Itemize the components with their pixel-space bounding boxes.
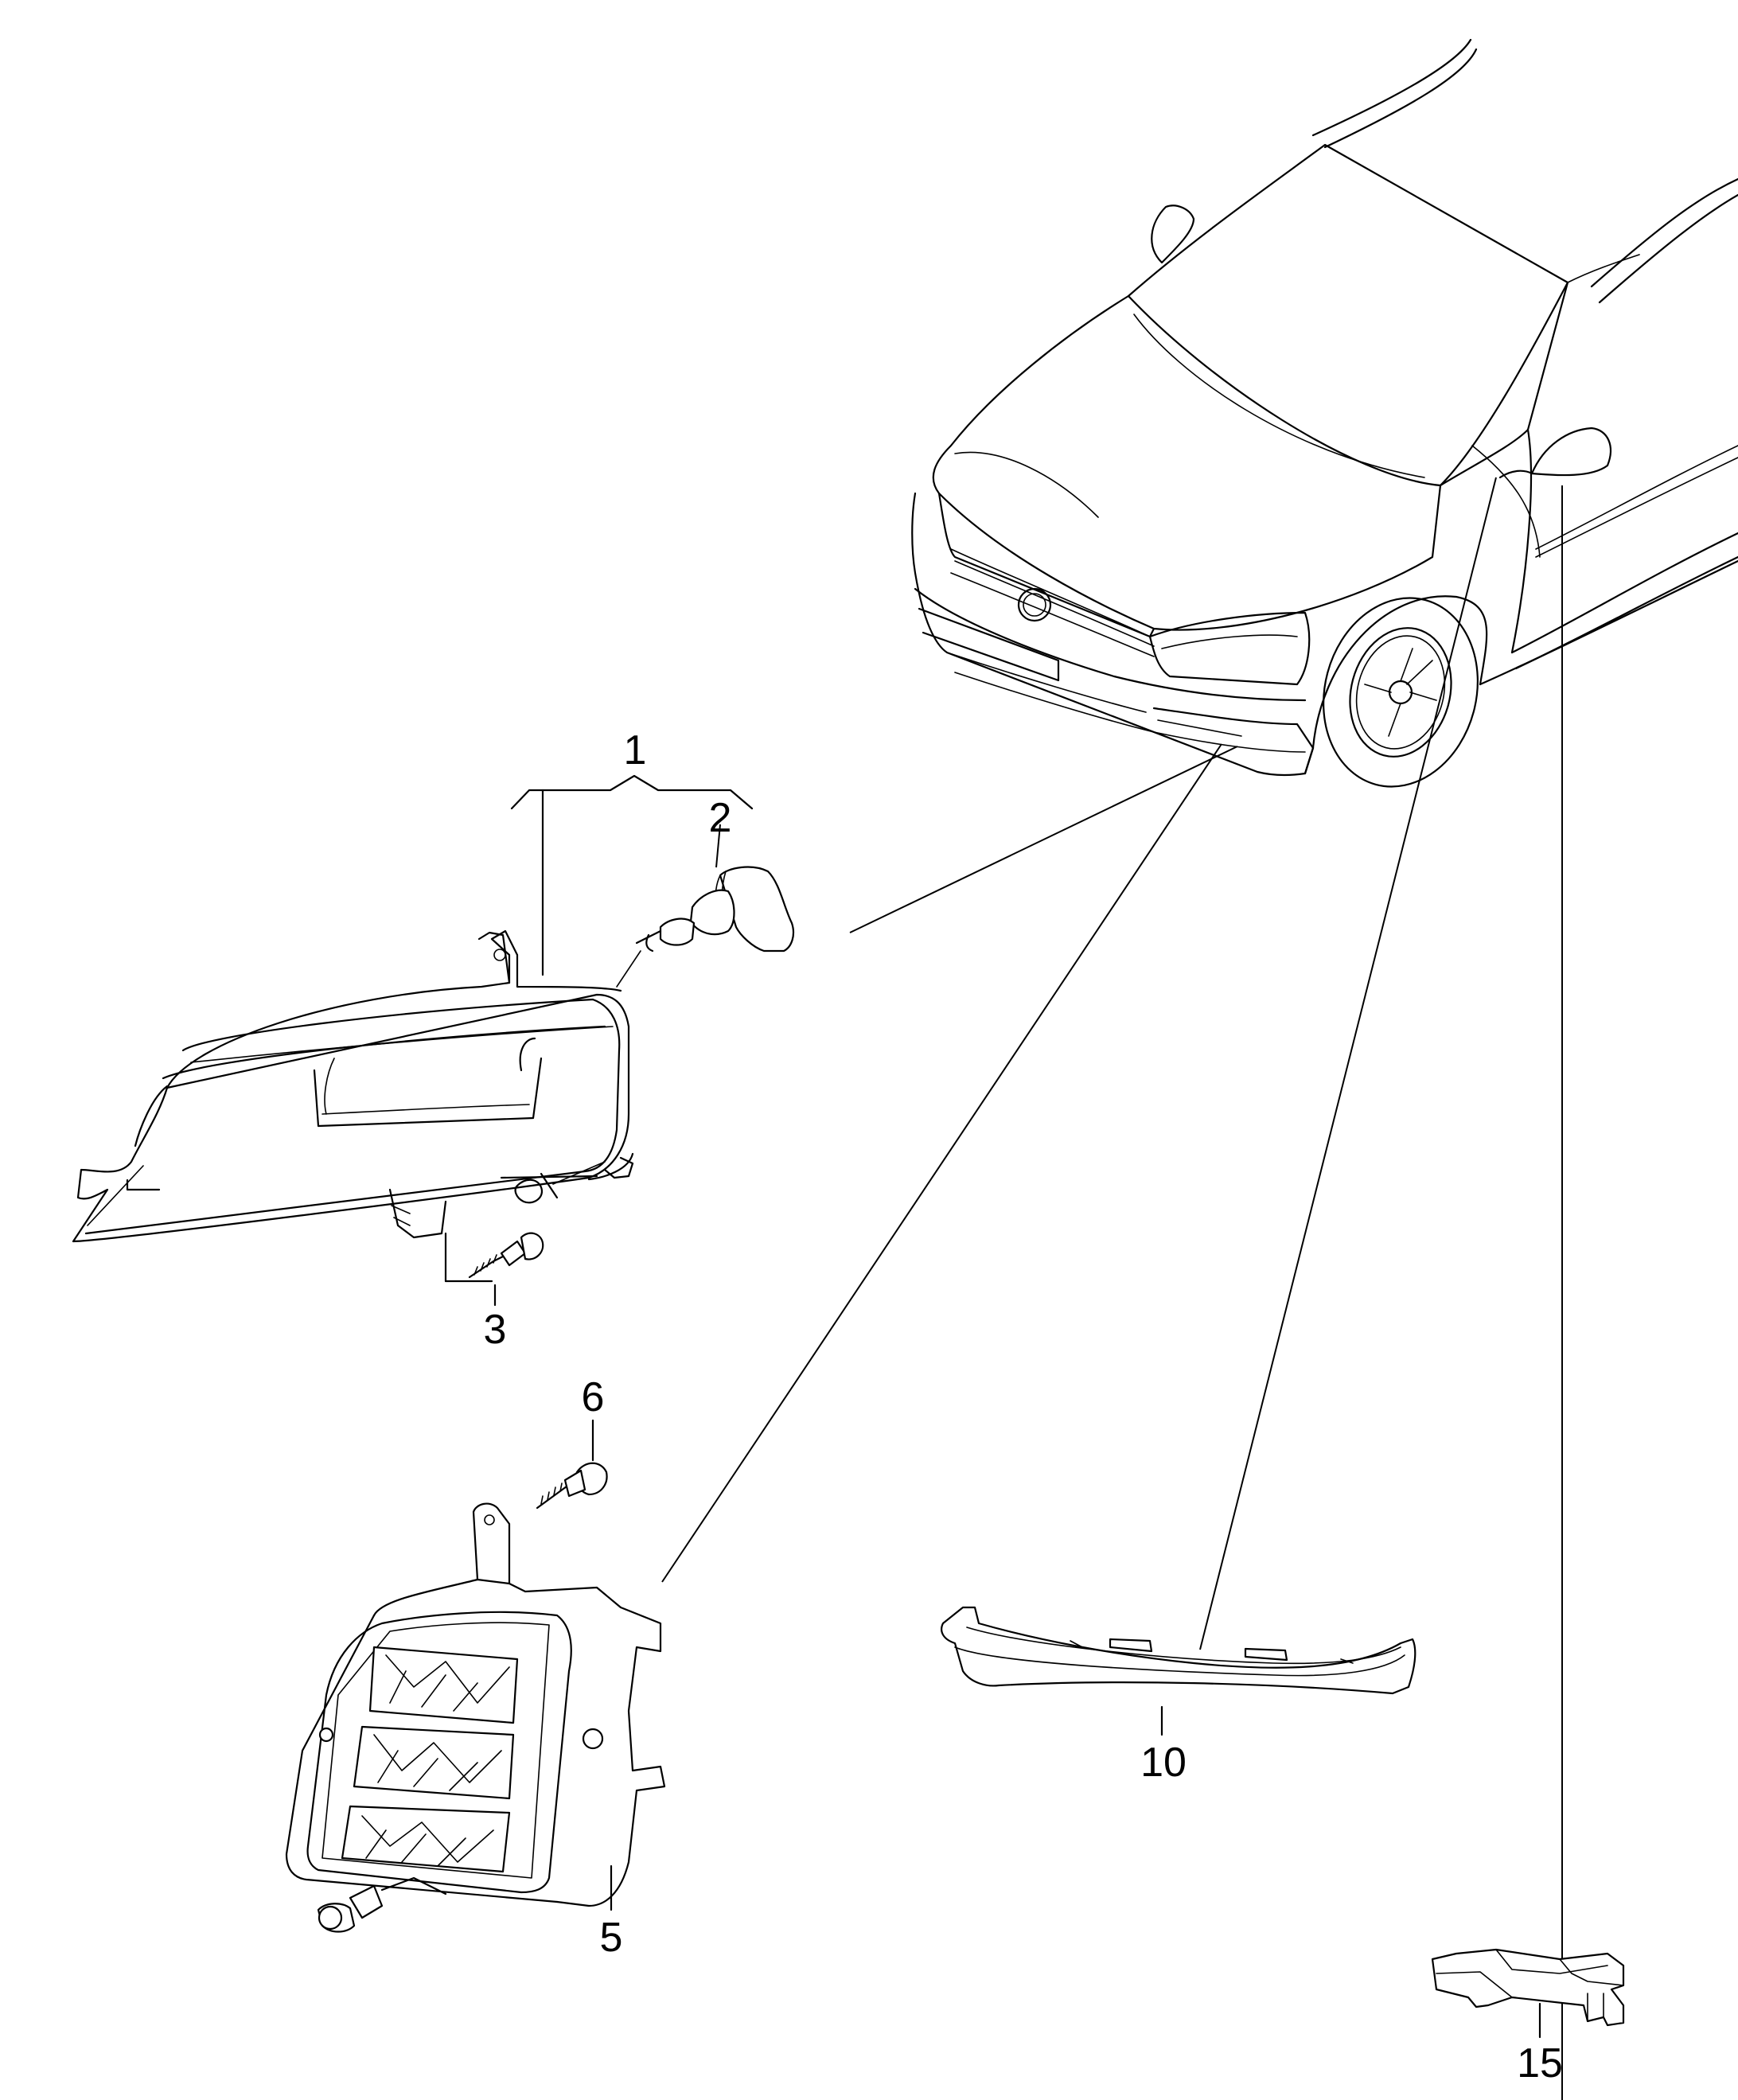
bulb [616,824,795,988]
callout-3: 3 [484,1307,507,1353]
leader-lines [661,477,1563,2100]
vehicle-front-illustration [911,38,1738,788]
callout-10: 10 [1140,1740,1187,1786]
callout-5: 5 [600,1915,623,1961]
callout-1: 1 [624,727,647,773]
callout-2: 2 [709,795,732,841]
callout-6: 6 [582,1374,605,1420]
callout-15: 15 [1517,2040,1563,2086]
daytime-running-light [285,1419,666,1933]
fog-lamp-assembly [72,774,754,1307]
control-unit [1431,1948,1625,2039]
trim-strip [941,1606,1417,1736]
